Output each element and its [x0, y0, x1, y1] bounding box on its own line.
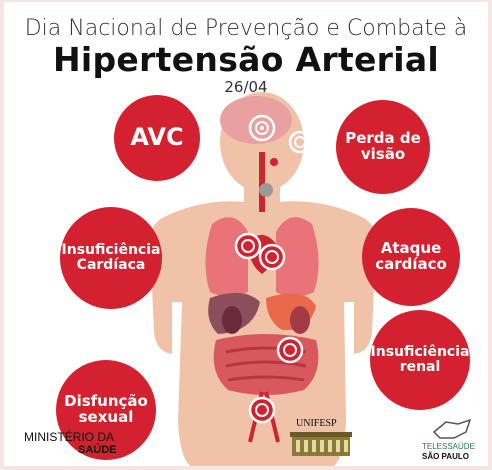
infographic-poster: Dia Nacional de Prevenção e Combate à Hi…: [4, 2, 488, 466]
ministerio-saude-logo: MINISTÉRIO DA SAÚDE: [24, 430, 134, 462]
date-label: 26/04: [224, 78, 268, 96]
condition-ataque-cardiaco-label: Ataque cardíaco: [375, 239, 447, 273]
condition-perda-visao-label: Perda de visão: [345, 129, 421, 163]
condition-insuficiencia-cardiaca-label: Insuficiência Cardíaca: [61, 242, 161, 273]
page-title: Hipertensão Arterial: [52, 40, 440, 79]
human-body-illustration: [150, 92, 376, 466]
telessaude-label: TELESSAÚDE: [422, 442, 475, 451]
saude-label: SAÚDE: [78, 444, 117, 456]
unifesp-building-icon: [290, 432, 352, 456]
condition-insuficiencia-cardiaca: Insuficiência Cardíaca: [60, 207, 162, 309]
condition-insuficiencia-renal: Insuficiência renal: [370, 310, 470, 410]
condition-avc: AVC: [114, 95, 200, 181]
condition-disfuncao-sexual: Disfunção sexual: [56, 360, 156, 460]
condition-avc-label: AVC: [130, 123, 184, 152]
target-markers: [234, 114, 312, 424]
title-line-1: Dia Nacional de Prevenção e Combate à: [24, 16, 468, 41]
telessaude-logo: TELESSAÚDE SÃO PAULO: [420, 418, 486, 464]
sao-paulo-label: SÃO PAULO: [422, 452, 469, 461]
unifesp-label: UNIFESP: [296, 418, 337, 429]
condition-perda-visao: Perda de visão: [336, 100, 430, 194]
unifesp-logo: UNIFESP: [290, 418, 352, 462]
condition-disfuncao-sexual-label: Disfunção sexual: [64, 392, 148, 426]
condition-insuficiencia-renal-label: Insuficiência renal: [370, 344, 470, 375]
ministerio-label: MINISTÉRIO DA: [24, 430, 115, 444]
brain-shape: [220, 96, 292, 144]
condition-ataque-cardiaco: Ataque cardíaco: [362, 208, 460, 306]
telessaude-map-icon: [432, 418, 472, 439]
